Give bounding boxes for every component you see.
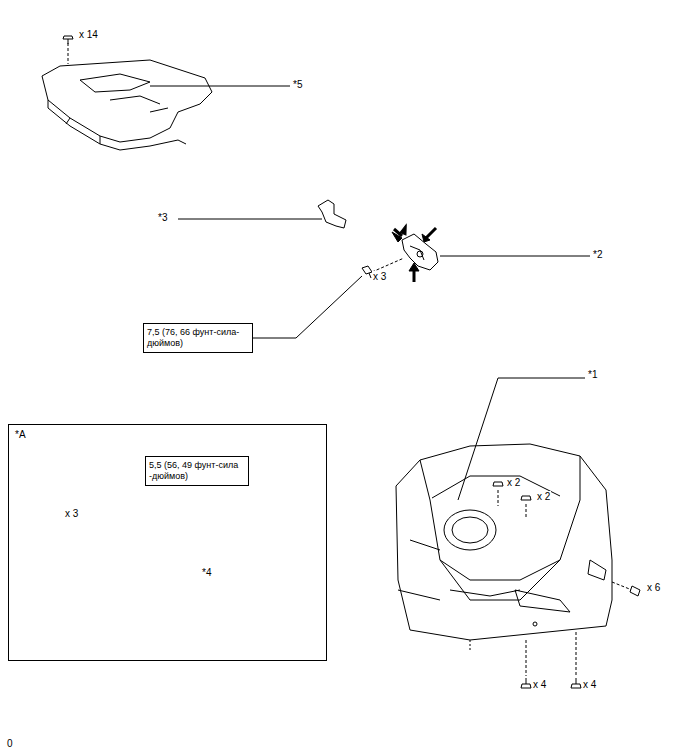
callout-number: *5: [292, 79, 303, 91]
quantity-label: x 4: [532, 679, 547, 691]
cover-part: [42, 36, 290, 150]
callout-number: *1: [587, 369, 598, 381]
frame-label: *A: [15, 429, 320, 441]
bumper-part: [396, 378, 640, 688]
torque-box: 7,5 (76, 66 фунт-сила- дюймов): [143, 323, 253, 353]
hood-lock-part: [250, 225, 590, 338]
torque-box: 5,5 (56, 49 фунт-сила -дюймов): [145, 456, 249, 486]
quantity-label: x 6: [646, 582, 661, 594]
callout-number: *4: [201, 567, 212, 579]
detail-frame: *A 5,5 (56, 49 фунт-сила -дюймов): [8, 424, 327, 661]
callout-number: *3: [157, 212, 168, 224]
torque-value: 7,5 (76, 66 фунт-сила- дюймов): [147, 327, 249, 349]
quantity-label: x 2: [536, 491, 551, 503]
bracket-part: [178, 200, 346, 228]
quantity-label: 0: [6, 738, 14, 750]
callout-number: *2: [592, 249, 603, 261]
torque-value: 5,5 (56, 49 фунт-сила -дюймов): [149, 460, 245, 482]
quantity-label: x 14: [78, 29, 99, 41]
quantity-label: x 2: [506, 477, 521, 489]
quantity-label: x 3: [372, 271, 387, 283]
quantity-label: x 3: [64, 508, 79, 520]
quantity-label: x 4: [582, 679, 597, 691]
